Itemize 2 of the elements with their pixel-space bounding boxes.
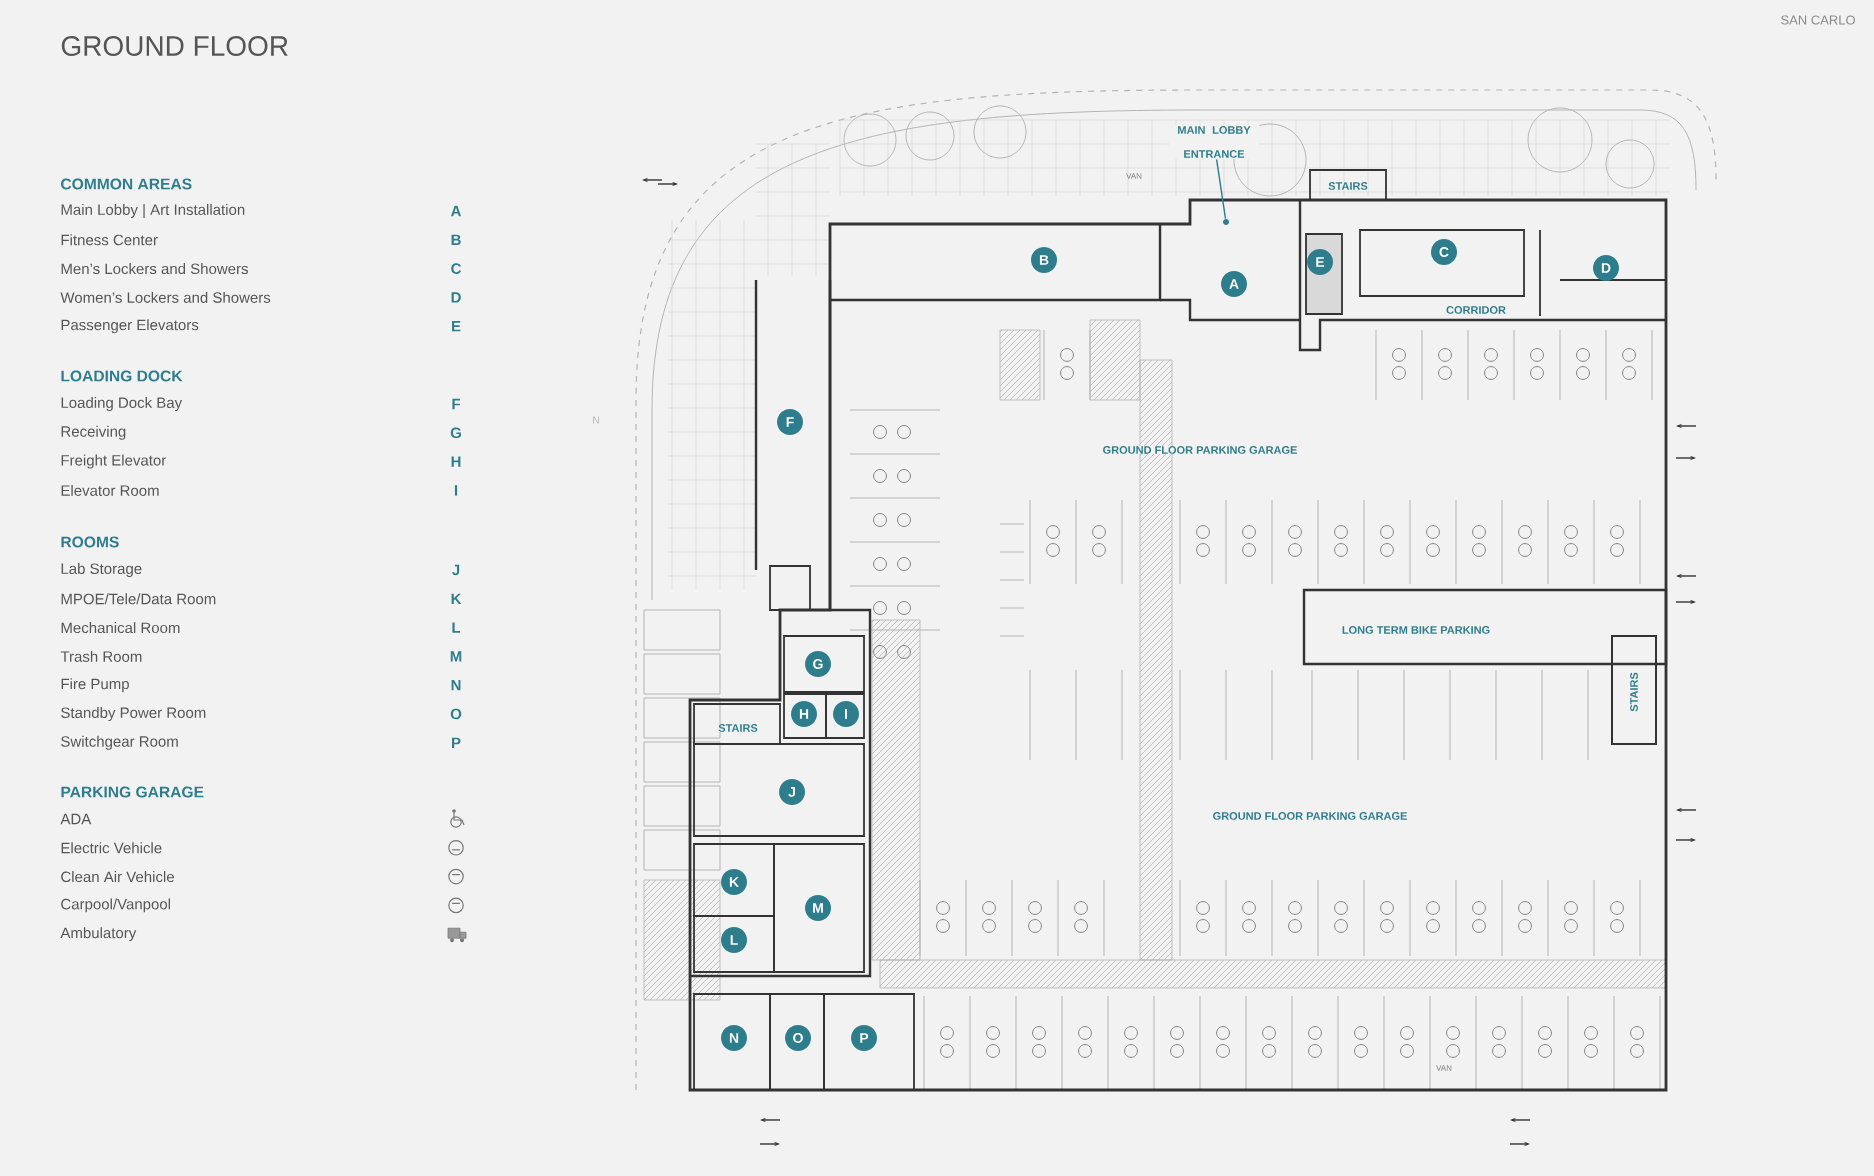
leader-line bbox=[1215, 158, 1227, 220]
page-title: GROUND FLOOR bbox=[61, 36, 288, 56]
